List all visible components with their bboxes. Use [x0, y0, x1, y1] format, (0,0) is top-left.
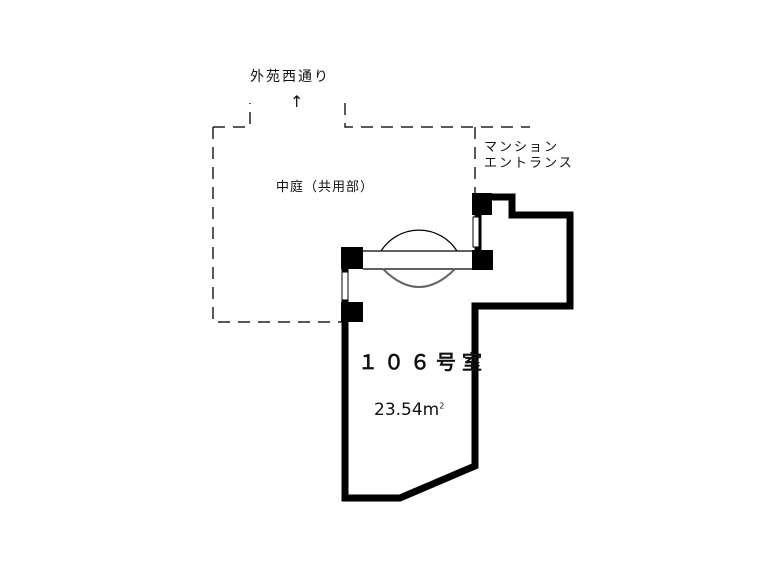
wall-columns — [341, 193, 493, 322]
street-label: 外苑西通り — [250, 69, 330, 85]
area-unit-sup: 2 — [439, 401, 445, 411]
door-opening — [363, 229, 472, 288]
courtyard-boundary — [212, 103, 530, 323]
courtyard-label: 中庭（共用部） — [276, 180, 375, 195]
area-value: 23.54m — [374, 400, 440, 420]
entrance-label: マンション エントランス — [484, 140, 574, 172]
windows — [341, 216, 480, 301]
room-walls — [341, 193, 574, 502]
entrance-label-line1: マンション — [484, 140, 560, 155]
room-number: １０６号室 — [358, 350, 488, 374]
room-area: 23.54m2 — [374, 400, 444, 420]
north-arrow-icon: ↑ — [290, 92, 304, 111]
entrance-label-line2: エントランス — [484, 156, 574, 171]
